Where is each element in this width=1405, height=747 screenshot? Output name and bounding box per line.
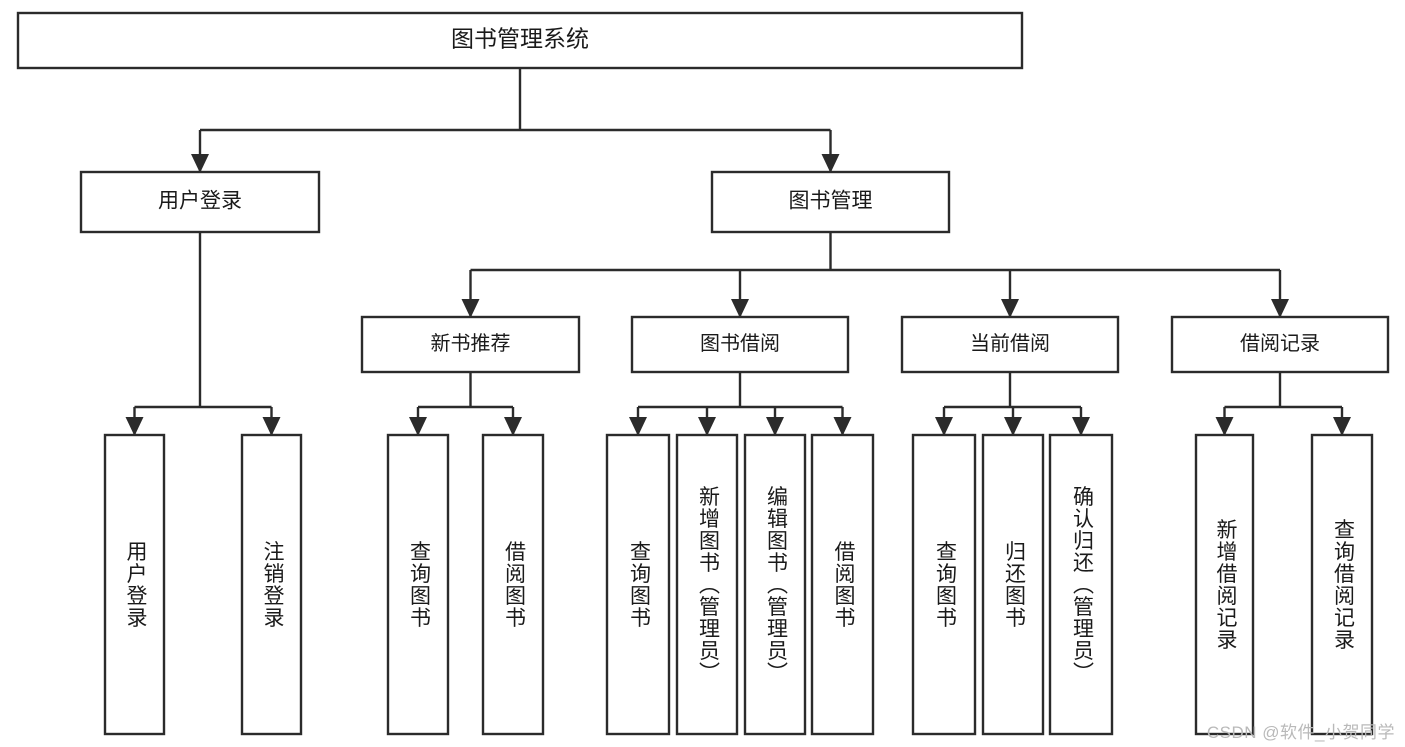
node-leaf-add-record[interactable]: 新增借阅记录 bbox=[1194, 433, 1255, 736]
node-label-leaf-return-book: 归还图书 bbox=[1002, 541, 1026, 629]
node-leaf-query-record[interactable]: 查询借阅记录 bbox=[1310, 433, 1374, 736]
node-box-new-book-recommend bbox=[360, 315, 581, 374]
node-label-borrow-record: 借阅记录 bbox=[1240, 332, 1320, 355]
node-label-leaf-query-book-1: 查询图书 bbox=[407, 541, 431, 629]
node-box-book-borrow bbox=[630, 315, 850, 374]
arrow-head-icon-new-book-recommend bbox=[461, 299, 480, 318]
node-label-new-book-recommend: 新书推荐 bbox=[431, 332, 511, 355]
arrow-head-icon-current-borrow bbox=[1001, 299, 1019, 318]
node-label-book-manage: 图书管理 bbox=[789, 190, 873, 213]
arrow-head-icon-leaf-return-book bbox=[1004, 417, 1022, 436]
node-box-leaf-borrow-book-1 bbox=[481, 433, 545, 736]
node-leaf-query-book-3[interactable]: 查询图书 bbox=[911, 433, 977, 736]
node-box-leaf-add-record bbox=[1194, 433, 1255, 736]
node-borrow-record[interactable]: 借阅记录 bbox=[1170, 315, 1390, 374]
node-label-leaf-borrow-book-2: 借阅图书 bbox=[832, 541, 856, 629]
arrow-head-icon-book-borrow bbox=[731, 299, 749, 318]
node-box-leaf-query-record bbox=[1310, 433, 1374, 736]
node-label-leaf-query-book-2: 查询图书 bbox=[627, 541, 651, 629]
node-box-leaf-add-book bbox=[675, 433, 739, 736]
node-label-leaf-query-book-3: 查询图书 bbox=[933, 541, 957, 629]
node-root[interactable]: 图书管理系统 bbox=[16, 11, 1024, 70]
arrow-head-icon-leaf-confirm-return bbox=[1072, 417, 1090, 436]
arrow-head-icon-leaf-user-login bbox=[125, 417, 144, 436]
node-box-leaf-user-logout bbox=[240, 433, 303, 736]
arrow-head-icon-leaf-query-book-1 bbox=[409, 417, 427, 436]
node-label-leaf-add-book: 新增图书（管理员） bbox=[696, 486, 720, 684]
node-label-leaf-borrow-book-1: 借阅图书 bbox=[502, 541, 526, 629]
node-leaf-user-login[interactable]: 用户登录 bbox=[103, 433, 166, 736]
node-box-leaf-return-book bbox=[981, 433, 1045, 736]
node-box-root bbox=[16, 11, 1024, 70]
arrow-head-icon-leaf-add-book bbox=[698, 417, 716, 436]
arrow-head-icon-leaf-edit-book bbox=[766, 417, 784, 436]
node-label-leaf-query-record: 查询借阅记录 bbox=[1331, 519, 1355, 651]
node-box-leaf-edit-book bbox=[743, 433, 807, 736]
node-book-manage[interactable]: 图书管理 bbox=[710, 170, 951, 234]
arrow-head-icon-leaf-query-book-3 bbox=[935, 417, 953, 436]
node-label-leaf-user-logout: 注销登录 bbox=[261, 541, 285, 629]
node-box-leaf-user-login bbox=[103, 433, 166, 736]
node-leaf-query-book-1[interactable]: 查询图书 bbox=[386, 433, 450, 736]
node-label-leaf-edit-book: 编辑图书（管理员） bbox=[764, 486, 788, 684]
node-box-current-borrow bbox=[900, 315, 1120, 374]
node-leaf-confirm-return[interactable]: 确认归还（管理员） bbox=[1048, 433, 1114, 736]
node-leaf-borrow-book-1[interactable]: 借阅图书 bbox=[481, 433, 545, 736]
arrow-head-icon-leaf-query-book-2 bbox=[629, 417, 647, 436]
node-box-book-manage bbox=[710, 170, 951, 234]
node-box-leaf-query-book-1 bbox=[386, 433, 450, 736]
arrow-head-icon-user-login bbox=[191, 154, 209, 173]
node-current-borrow[interactable]: 当前借阅 bbox=[900, 315, 1120, 374]
node-leaf-query-book-2[interactable]: 查询图书 bbox=[605, 433, 671, 736]
node-label-current-borrow: 当前借阅 bbox=[970, 332, 1050, 355]
arrow-head-icon-leaf-borrow-book-2 bbox=[833, 417, 852, 436]
arrow-head-icon-leaf-add-record bbox=[1215, 417, 1234, 436]
node-new-book-recommend[interactable]: 新书推荐 bbox=[360, 315, 581, 374]
node-user-login[interactable]: 用户登录 bbox=[79, 170, 321, 234]
node-label-book-borrow: 图书借阅 bbox=[700, 332, 780, 355]
node-label-leaf-add-record: 新增借阅记录 bbox=[1214, 519, 1238, 651]
node-leaf-return-book[interactable]: 归还图书 bbox=[981, 433, 1045, 736]
arrow-head-icon-leaf-borrow-book-1 bbox=[504, 417, 522, 436]
node-box-user-login bbox=[79, 170, 321, 234]
node-leaf-add-book[interactable]: 新增图书（管理员） bbox=[675, 433, 739, 736]
node-box-leaf-query-book-3 bbox=[911, 433, 977, 736]
node-label-leaf-confirm-return: 确认归还（管理员） bbox=[1070, 486, 1094, 684]
node-box-leaf-confirm-return bbox=[1048, 433, 1114, 736]
connectors-layer bbox=[125, 68, 1351, 436]
arrow-head-icon-leaf-query-record bbox=[1333, 417, 1351, 436]
node-box-leaf-borrow-book-2 bbox=[810, 433, 875, 736]
node-label-user-login: 用户登录 bbox=[158, 190, 242, 213]
node-book-borrow[interactable]: 图书借阅 bbox=[630, 315, 850, 374]
node-label-leaf-user-login: 用户登录 bbox=[124, 541, 148, 629]
node-box-borrow-record bbox=[1170, 315, 1390, 374]
arrow-head-icon-book-manage bbox=[821, 154, 840, 173]
node-leaf-edit-book[interactable]: 编辑图书（管理员） bbox=[743, 433, 807, 736]
node-label-root: 图书管理系统 bbox=[451, 26, 589, 52]
node-leaf-user-logout[interactable]: 注销登录 bbox=[240, 433, 303, 736]
arrow-head-icon-leaf-user-logout bbox=[262, 417, 281, 436]
node-leaf-borrow-book-2[interactable]: 借阅图书 bbox=[810, 433, 875, 736]
arrow-head-icon-borrow-record bbox=[1271, 299, 1289, 318]
boxes-layer: 图书管理系统用户登录图书管理新书推荐图书借阅当前借阅借阅记录用户登录注销登录查询… bbox=[16, 11, 1390, 736]
node-box-leaf-query-book-2 bbox=[605, 433, 671, 736]
